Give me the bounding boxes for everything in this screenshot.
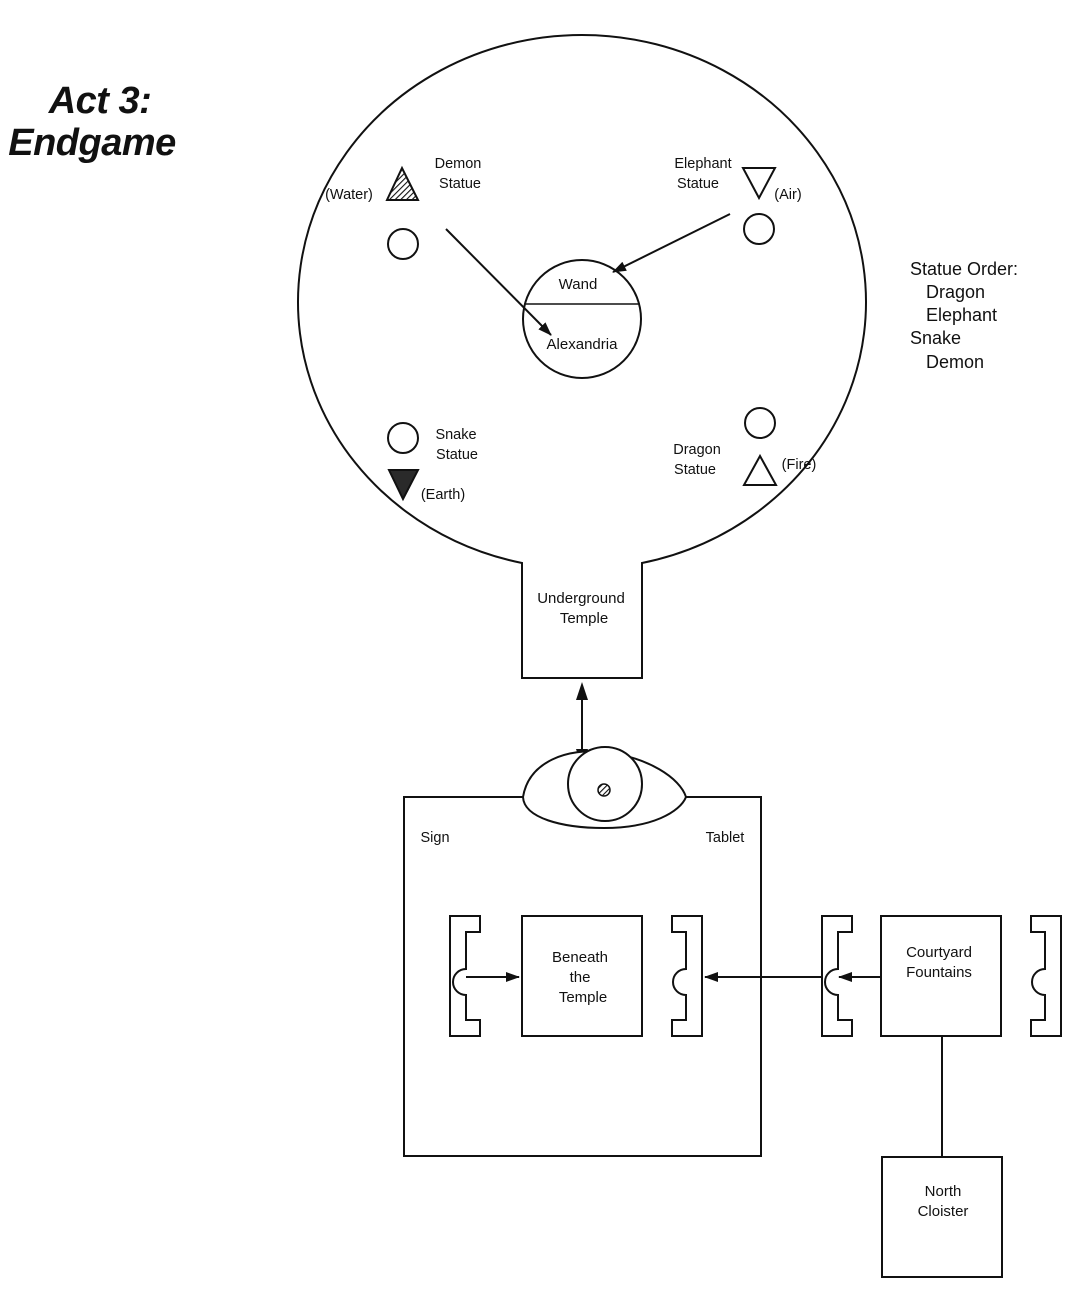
beneath-temple-room xyxy=(521,915,643,1037)
north-cloister-label-1: North xyxy=(925,1183,962,1200)
north-cloister-label-2: Cloister xyxy=(918,1203,969,1220)
north-cloister-room xyxy=(881,1156,1003,1278)
beneath-temple-label-2: the xyxy=(570,969,591,986)
beneath-temple-label-1: Beneath xyxy=(552,949,608,966)
wand-label: Wand xyxy=(559,276,598,293)
sign-label: Sign xyxy=(420,830,449,846)
door-bracket-courtyard-left xyxy=(821,915,853,1037)
statue-order-item-2: Elephant xyxy=(926,305,997,325)
elephant-statue-label-1: Elephant xyxy=(674,156,731,172)
fire-triangle-icon xyxy=(742,453,778,486)
statue-order-heading: Statue Order: xyxy=(910,259,1018,279)
demon-arrow xyxy=(445,228,552,336)
earth-triangle-icon xyxy=(387,469,420,502)
courtyard-label-2: Fountains xyxy=(906,964,972,981)
air-element-label: (Air) xyxy=(774,187,801,203)
title-line-1: Act 3: xyxy=(48,80,152,122)
snake-statue-label-1: Snake xyxy=(435,427,476,443)
statue-order-item-3: Snake xyxy=(910,328,961,348)
dragon-statue-marker xyxy=(744,407,776,439)
demon-statue-label-1: Demon xyxy=(435,156,482,172)
door-bracket-right xyxy=(671,915,703,1037)
air-triangle-icon xyxy=(741,167,777,201)
courtyard-label-1: Courtyard xyxy=(906,944,972,961)
water-element-label: (Water) xyxy=(325,187,373,203)
title-line-2: Endgame xyxy=(8,122,176,164)
snake-statue-marker xyxy=(387,422,419,454)
tablet-label: Tablet xyxy=(706,830,745,846)
dragon-statue-label-2: Statue xyxy=(674,462,716,478)
eye-icon xyxy=(521,746,688,830)
snake-statue-label-2: Statue xyxy=(436,447,478,463)
demon-statue-marker xyxy=(387,228,419,260)
water-triangle-icon xyxy=(385,165,420,201)
door-bracket-courtyard-right xyxy=(1030,915,1062,1037)
beneath-temple-label-3: Temple xyxy=(559,989,607,1006)
fire-element-label: (Fire) xyxy=(782,457,817,473)
underground-temple-label-2: Temple xyxy=(560,610,608,627)
statue-order-item-1: Dragon xyxy=(926,282,985,302)
door-bracket-left xyxy=(449,915,481,1037)
elephant-statue-marker xyxy=(743,213,775,245)
earth-element-label: (Earth) xyxy=(421,487,465,503)
elephant-statue-label-2: Statue xyxy=(677,176,719,192)
statue-order-item-4: Demon xyxy=(926,352,984,372)
underground-temple-label-1: Underground xyxy=(537,590,625,607)
elephant-arrow xyxy=(612,213,731,273)
demon-statue-label-2: Statue xyxy=(439,176,481,192)
alexandria-label: Alexandria xyxy=(547,336,619,353)
dragon-statue-label-1: Dragon xyxy=(673,442,721,458)
center-circle xyxy=(522,259,642,379)
main-chamber-outline xyxy=(297,34,867,679)
